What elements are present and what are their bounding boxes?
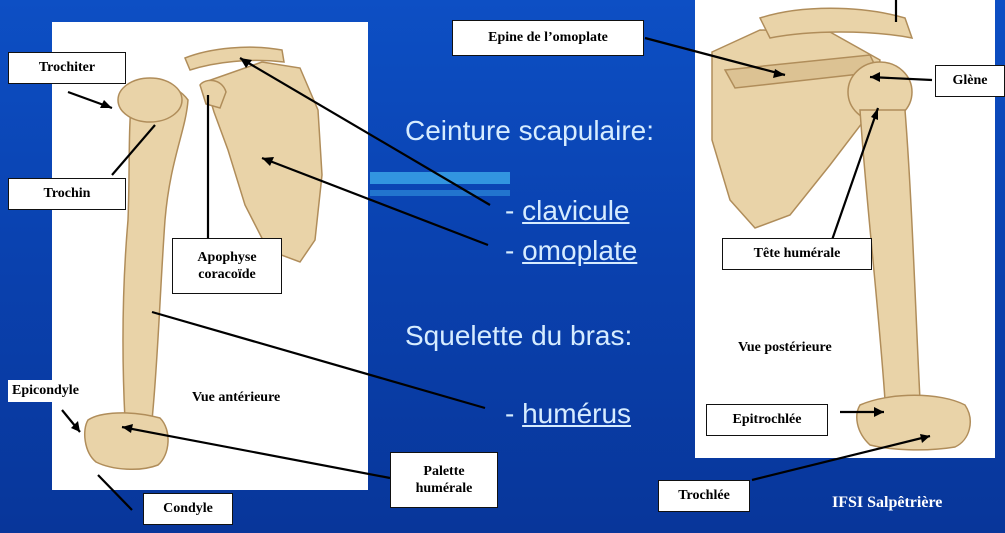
label-trochlee: Trochlée	[658, 480, 750, 512]
item-humerus: - humérus	[505, 398, 631, 430]
subtitle-squelette-du-bras: Squelette du bras:	[405, 320, 632, 352]
item-clavicule: - clavicule	[505, 195, 630, 227]
item-clavicule-word: clavicule	[522, 195, 629, 226]
item-omoplate: - omoplate	[505, 235, 637, 267]
posterior-bones-illustration	[712, 8, 970, 450]
label-epine-omoplate: Epine de l’omoplate	[452, 20, 644, 56]
item-humerus-dash: -	[505, 398, 522, 429]
label-palette-humerale: Palette humérale	[390, 452, 498, 508]
label-trochiter: Trochiter	[8, 52, 126, 84]
label-condyle: Condyle	[143, 493, 233, 525]
item-humerus-word: humérus	[522, 398, 631, 429]
label-apophyse-coracoide: Apophyse coracoïde	[172, 238, 282, 294]
view-posterior-label: Vue postérieure	[738, 340, 832, 356]
label-epitrochlee: Epitrochlée	[706, 404, 828, 436]
item-clavicule-dash: -	[505, 195, 522, 226]
item-omoplate-dash: -	[505, 235, 522, 266]
footer-institution: IFSI Salpêtrière	[832, 494, 942, 512]
label-epicondyle: Epicondyle	[8, 380, 83, 402]
label-glene: Glène	[935, 65, 1005, 97]
label-tete-humerale: Tête humérale	[722, 238, 872, 270]
view-anterior-label: Vue antérieure	[192, 390, 280, 406]
title-ceinture-scapulaire: Ceinture scapulaire:	[405, 115, 654, 147]
label-trochin: Trochin	[8, 178, 126, 210]
item-omoplate-word: omoplate	[522, 235, 637, 266]
